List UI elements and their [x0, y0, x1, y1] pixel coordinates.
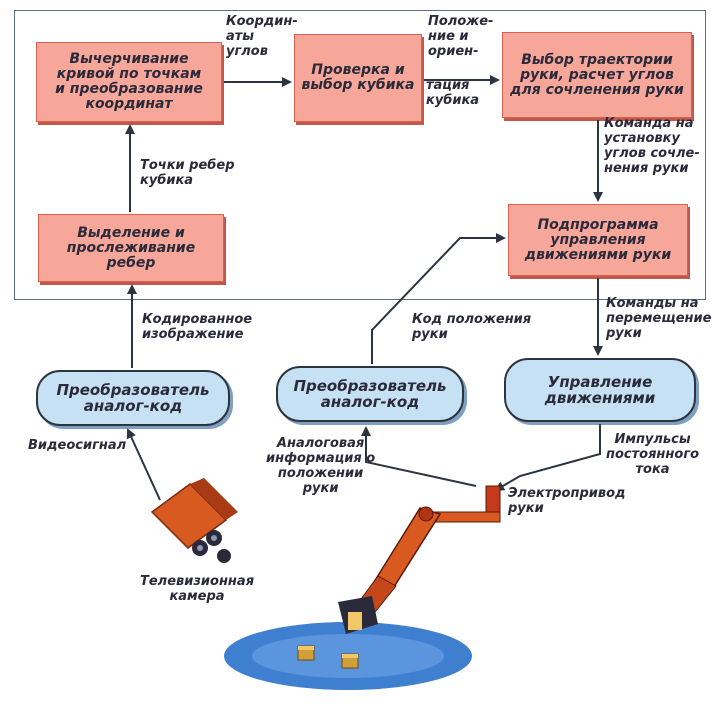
- label-position-orientation: Положе- ние и ориен-: [428, 14, 494, 59]
- arrow-camera-to-converter: [126, 428, 161, 501]
- label-arm-position-code: Код положения руки: [412, 312, 532, 342]
- converter-middle: Преобразователь аналог-код: [276, 366, 464, 422]
- block-subroutine: Подпрограмма управления движениями руки: [508, 204, 688, 276]
- block-curve-drawing: Вычерчивание кривой по точкам и преобраз…: [36, 42, 222, 122]
- label-cube-edge-points: Точки ребер кубика: [140, 158, 235, 188]
- label-angle-coords: Координ- аты углов: [226, 14, 298, 59]
- block-cube-check: Проверка и выбор кубика: [294, 34, 422, 122]
- block-trajectory: Выбор траектории руки, расчет углов для …: [502, 32, 692, 118]
- block-edge-tracking: Выделение и прослеживание ребер: [38, 214, 224, 282]
- computer-frame: [14, 10, 706, 300]
- label-video-signal: Видеосигнал: [28, 438, 127, 453]
- arrow-middle-converter-to-subroutine: [371, 233, 506, 364]
- robot-arm-drawing: [338, 485, 501, 634]
- label-analog-info: Аналоговая информация о положении руки: [266, 436, 376, 496]
- label-orientation-cont: тация кубика: [426, 78, 480, 108]
- tv-camera-drawing: [150, 478, 238, 563]
- arrow-motion-to-arm: [494, 424, 601, 492]
- arrow-arm-to-middle-converter: [361, 426, 477, 487]
- label-arm-drive: Электропривод руки: [508, 486, 626, 516]
- label-angle-command: Команда на установку углов сочле- нения …: [604, 116, 700, 176]
- label-tv-camera: Телевизионная камера: [140, 574, 255, 604]
- cubes: [297, 645, 359, 669]
- label-movement-commands: Команды на перемещение руки: [606, 296, 712, 341]
- converter-left: Преобразователь аналог-код: [36, 370, 230, 426]
- converter-motion-control: Управление движениями: [504, 358, 696, 422]
- label-dc-pulses: Импульсы постоянного тока: [606, 432, 700, 477]
- label-coded-image: Кодированное изображение: [142, 312, 253, 342]
